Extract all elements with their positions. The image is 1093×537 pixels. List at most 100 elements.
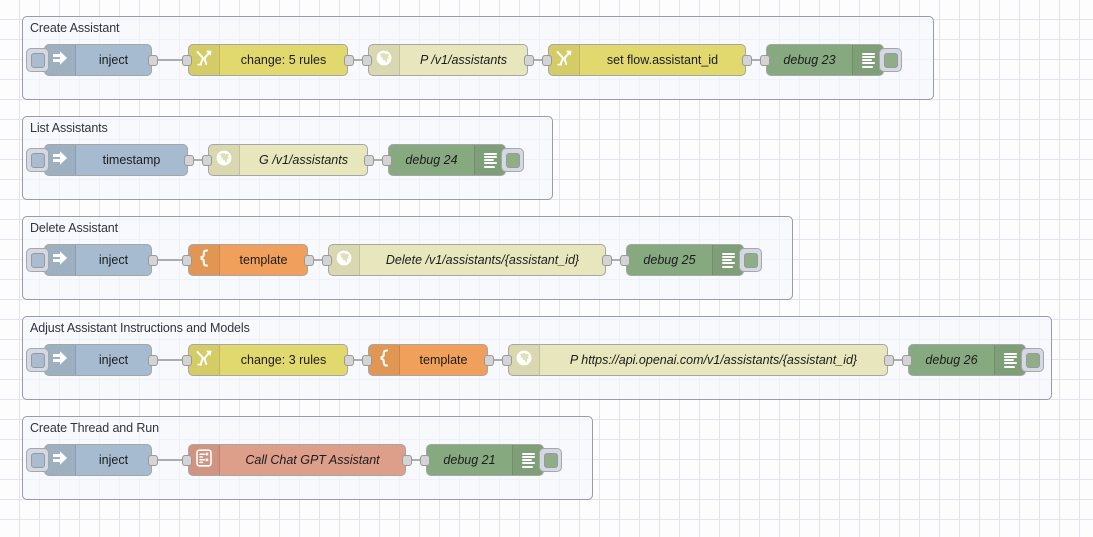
wire[interactable] (488, 359, 508, 361)
wire[interactable] (406, 459, 426, 461)
node-input-port[interactable] (202, 155, 212, 166)
inject-node[interactable]: inject (44, 344, 152, 376)
node-output-port[interactable] (884, 355, 894, 366)
inject-node[interactable]: inject (44, 44, 152, 76)
inject-trigger-button[interactable] (26, 248, 49, 272)
debug-lines-icon (483, 152, 497, 168)
wire[interactable] (746, 59, 766, 61)
node-output-port[interactable] (402, 455, 412, 466)
node-output-port[interactable] (742, 55, 752, 66)
node-label: template (419, 353, 468, 367)
wire[interactable] (152, 59, 188, 61)
shuffle-icon (195, 349, 213, 372)
template-node[interactable]: template (188, 244, 308, 276)
node-input-port[interactable] (182, 55, 192, 66)
debug-node[interactable]: debug 21 (426, 444, 544, 476)
http-request-node[interactable]: Delete /v1/assistants/{assistant_id} (328, 244, 606, 276)
http-request-node[interactable]: G /v1/assistants (208, 144, 368, 176)
node-input-port[interactable] (902, 355, 912, 366)
wire[interactable] (528, 59, 548, 61)
arrow-right-icon-cell (45, 45, 76, 75)
arrow-right-icon (51, 249, 69, 272)
chatgpt-assistant-node[interactable]: Call Chat GPT Assistant (188, 444, 406, 476)
node-label: inject (98, 53, 129, 67)
inject-trigger-button[interactable] (26, 448, 49, 472)
wire[interactable] (368, 159, 388, 161)
node-input-port[interactable] (420, 455, 430, 466)
node-input-port[interactable] (362, 55, 372, 66)
node-input-port[interactable] (182, 455, 192, 466)
assistant-icon-cell (189, 445, 220, 475)
node-output-port[interactable] (364, 155, 374, 166)
arrow-right-icon-cell (45, 445, 76, 475)
node-output-port[interactable] (148, 55, 158, 66)
node-input-port[interactable] (182, 255, 192, 266)
debug-node[interactable]: debug 25 (626, 244, 744, 276)
debug-toggle-button[interactable] (539, 448, 562, 472)
node-output-port[interactable] (304, 255, 314, 266)
flow-group-label: Delete Assistant (30, 221, 119, 235)
node-input-port[interactable] (620, 255, 630, 266)
node-label: P https://api.openai.com/v1/assistants/{… (569, 353, 858, 367)
debug-lines-icon-cell (512, 445, 543, 475)
template-node[interactable]: template (368, 344, 488, 376)
node-input-port[interactable] (182, 355, 192, 366)
node-output-port[interactable] (602, 255, 612, 266)
wire[interactable] (348, 59, 368, 61)
wire[interactable] (152, 459, 188, 461)
globe-icon (375, 49, 393, 72)
inject-trigger-knob (30, 352, 45, 368)
change-node[interactable]: change: 5 rules (188, 44, 348, 76)
node-label: change: 5 rules (240, 53, 327, 67)
change-node[interactable]: set flow.assistant_id (548, 44, 746, 76)
inject-node[interactable]: inject (44, 244, 152, 276)
node-output-port[interactable] (184, 155, 194, 166)
wire[interactable] (188, 159, 208, 161)
node-output-port[interactable] (344, 55, 354, 66)
inject-node[interactable]: inject (44, 444, 152, 476)
wire[interactable] (152, 359, 188, 361)
inject-trigger-button[interactable] (26, 348, 49, 372)
wire[interactable] (152, 259, 188, 261)
brace-icon-cell (369, 345, 400, 375)
debug-lines-icon (861, 52, 875, 68)
debug-toggle-knob (1025, 352, 1040, 368)
debug-lines-icon-cell (994, 345, 1025, 375)
shuffle-icon-cell (549, 45, 580, 75)
node-output-port[interactable] (524, 55, 534, 66)
wire[interactable] (348, 359, 368, 361)
node-label: debug 26 (925, 353, 978, 367)
inject-trigger-button[interactable] (26, 48, 49, 72)
node-input-port[interactable] (362, 355, 372, 366)
debug-node[interactable]: debug 23 (766, 44, 884, 76)
inject-trigger-button[interactable] (26, 148, 49, 172)
http-request-node[interactable]: P /v1/assistants (368, 44, 528, 76)
node-input-port[interactable] (382, 155, 392, 166)
http-request-node[interactable]: P https://api.openai.com/v1/assistants/{… (508, 344, 888, 376)
node-output-port[interactable] (484, 355, 494, 366)
node-output-port[interactable] (148, 455, 158, 466)
inject-node[interactable]: timestamp (44, 144, 188, 176)
debug-toggle-button[interactable] (1021, 348, 1044, 372)
wire[interactable] (606, 259, 626, 261)
node-input-port[interactable] (502, 355, 512, 366)
wire[interactable] (308, 259, 328, 261)
globe-icon-cell (329, 245, 360, 275)
node-input-port[interactable] (542, 55, 552, 66)
node-output-port[interactable] (344, 355, 354, 366)
debug-toggle-button[interactable] (501, 148, 524, 172)
node-output-port[interactable] (148, 255, 158, 266)
node-label: inject (98, 353, 129, 367)
node-input-port[interactable] (760, 55, 770, 66)
globe-icon (335, 249, 353, 272)
node-input-port[interactable] (322, 255, 332, 266)
node-label: Delete /v1/assistants/{assistant_id} (385, 253, 580, 267)
debug-node[interactable]: debug 26 (908, 344, 1026, 376)
debug-toggle-button[interactable] (879, 48, 902, 72)
wire[interactable] (888, 359, 908, 361)
node-output-port[interactable] (148, 355, 158, 366)
debug-node[interactable]: debug 24 (388, 144, 506, 176)
debug-toggle-button[interactable] (739, 248, 762, 272)
change-node[interactable]: change: 3 rules (188, 344, 348, 376)
